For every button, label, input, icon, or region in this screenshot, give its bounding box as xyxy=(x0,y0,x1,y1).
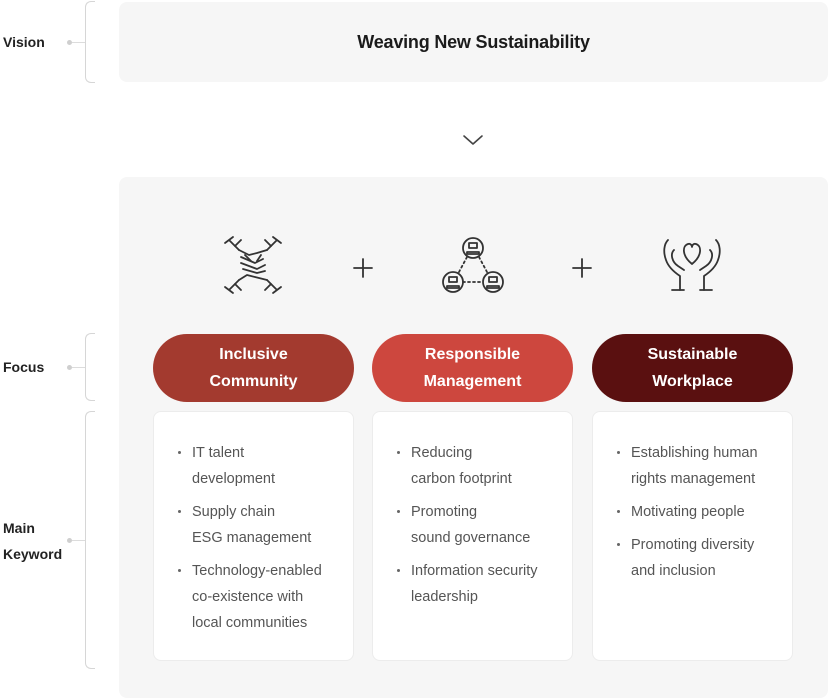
keyword-text: and inclusion xyxy=(631,563,716,579)
vision-connector-dot xyxy=(67,40,72,45)
keyword-card-responsible-management: Reducing carbon footprint Promoting soun… xyxy=(372,411,573,661)
keyword-item: Promoting sound governance xyxy=(395,499,560,551)
keyword-text: ESG management xyxy=(192,530,312,546)
hands-together-icon xyxy=(224,236,282,294)
focus-label-line1: Inclusive xyxy=(219,346,288,363)
vision-box: Weaving New Sustainability xyxy=(119,2,828,82)
keyword-text: Information security xyxy=(411,563,538,579)
vision-title: Weaving New Sustainability xyxy=(357,31,590,52)
keyword-text: Establishing human xyxy=(631,445,758,461)
bullet-icon xyxy=(178,451,181,454)
plus-icon xyxy=(353,258,373,278)
keyword-text: Reducing xyxy=(411,445,473,461)
keyword-bracket xyxy=(85,411,95,669)
bullet-icon xyxy=(617,543,620,546)
label-main-keyword: Main Keyword xyxy=(3,515,62,567)
keyword-item: Technology-enabled co-existence with loc… xyxy=(176,558,341,636)
keyword-text: development xyxy=(192,471,276,487)
keyword-text: leadership xyxy=(411,589,478,605)
focus-label-line2: Community xyxy=(209,373,298,390)
keyword-item: IT talent development xyxy=(176,440,341,492)
keyword-text: co-existence with xyxy=(192,589,304,605)
bullet-icon xyxy=(178,510,181,513)
keyword-text: carbon footprint xyxy=(411,471,512,487)
focus-sustainable-workplace: Sustainable Workplace xyxy=(592,334,793,402)
keyword-item: Motivating people xyxy=(615,499,780,525)
focus-connector-line xyxy=(72,367,86,368)
hands-heart-icon xyxy=(663,239,721,291)
keyword-text: IT talent xyxy=(192,445,245,461)
bullet-icon xyxy=(617,451,620,454)
focus-label-line2: Management xyxy=(423,373,522,390)
network-nodes-icon xyxy=(442,237,504,293)
keyword-card-sustainable-workplace: Establishing human rights management Mot… xyxy=(592,411,793,661)
focus-label-line1: Responsible xyxy=(424,346,521,363)
keyword-text: Promoting diversity xyxy=(631,537,755,553)
label-main-keyword-line2: Keyword xyxy=(3,546,63,562)
keyword-text: Technology-enabled xyxy=(192,563,322,579)
keyword-text: local communities xyxy=(192,615,308,631)
bullet-icon xyxy=(178,569,181,572)
keyword-text: Motivating people xyxy=(631,504,745,520)
bullet-icon xyxy=(617,510,620,513)
vision-bracket xyxy=(85,1,95,83)
focus-bracket xyxy=(85,333,95,401)
keyword-text: rights management xyxy=(631,471,756,487)
bullet-icon xyxy=(397,451,400,454)
keyword-item: Information security leadership xyxy=(395,558,560,610)
chevron-down-icon xyxy=(463,135,483,145)
focus-connector-dot xyxy=(67,365,72,370)
focus-label-line2: Workplace xyxy=(652,373,733,390)
focus-responsible-management: Responsible Management xyxy=(372,334,573,402)
keyword-item: Reducing carbon footprint xyxy=(395,440,560,492)
keyword-item: Promoting diversity and inclusion xyxy=(615,532,780,584)
focus-label-line1: Sustainable xyxy=(647,346,738,363)
bullet-icon xyxy=(397,569,400,572)
label-main-keyword-line1: Main xyxy=(3,520,35,536)
focus-inclusive-community: Inclusive Community xyxy=(153,334,354,402)
bullet-icon xyxy=(397,510,400,513)
keyword-item: Establishing human rights management xyxy=(615,440,780,492)
plus-icon xyxy=(572,258,592,278)
label-focus: Focus xyxy=(3,359,45,375)
keyword-connector-dot xyxy=(67,538,72,543)
keyword-item: Supply chain ESG management xyxy=(176,499,341,551)
label-vision: Vision xyxy=(3,34,45,50)
keyword-connector-line xyxy=(72,540,86,541)
keyword-text: Supply chain xyxy=(192,504,276,520)
keyword-card-inclusive-community: IT talent development Supply chain ESG m… xyxy=(153,411,354,661)
keyword-text: sound governance xyxy=(411,530,531,546)
vision-connector-line xyxy=(72,42,86,43)
keyword-text: Promoting xyxy=(411,504,478,520)
